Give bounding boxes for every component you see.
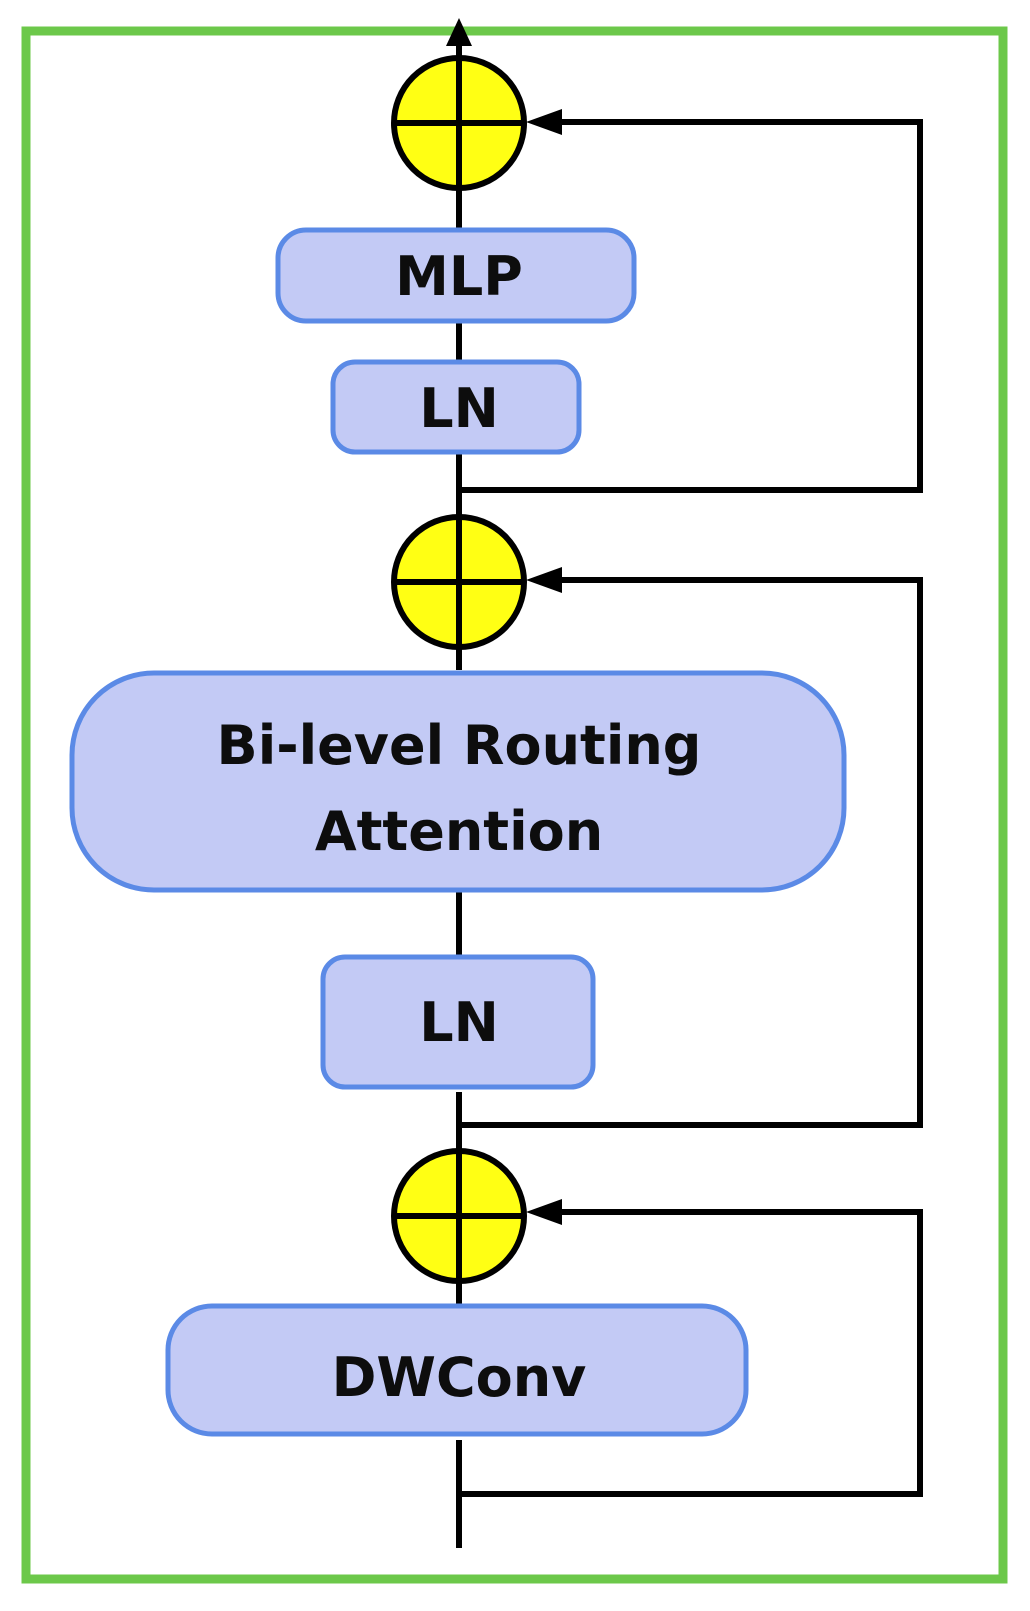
attention-label-line2: Attention: [315, 800, 603, 863]
ln-bottom-label: LN: [419, 991, 499, 1054]
ln-bottom-block: LN: [320, 954, 596, 1090]
plus-circle-icon: [391, 514, 527, 650]
skip-arrowhead-icon: [526, 109, 562, 135]
skip-connection-bottom: [459, 1209, 923, 1497]
mlp-label: MLP: [395, 245, 523, 308]
output-arrowhead-icon: [446, 18, 472, 46]
outer-frame: [21, 26, 1008, 1584]
attention-label-line1: Bi-level Routing: [217, 714, 702, 777]
dwconv-block: DWConv: [165, 1303, 749, 1437]
attention-block: Bi-level Routing Attention: [69, 670, 847, 893]
mlp-block: MLP: [275, 227, 637, 324]
skip-arrowhead-icon: [526, 1199, 562, 1225]
dwconv-label: DWConv: [332, 1346, 587, 1409]
skip-arrowhead-icon: [526, 567, 562, 593]
ln-top-label: LN: [419, 377, 499, 440]
plus-circle-icon: [391, 55, 527, 191]
skip-connection-middle: [459, 577, 923, 1128]
skip-connection-top: [459, 119, 923, 493]
plus-circle-icon: [391, 1148, 527, 1284]
ln-top-block: LN: [330, 359, 582, 455]
